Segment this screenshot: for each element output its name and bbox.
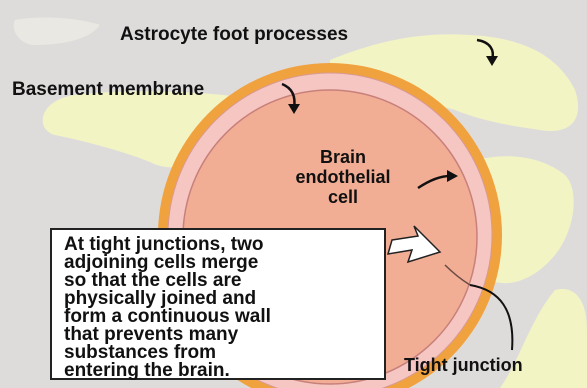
brain-endothelial-cell-label-line3: cell: [289, 188, 397, 208]
astrocyte-foot-top-left: [14, 18, 100, 45]
brain-endothelial-cell-label-line2: endothelial: [289, 168, 397, 188]
tight-junction-callout-box: At tight junctions, two adjoining cells …: [50, 228, 386, 380]
astrocyte-foot-processes-label: Astrocyte foot processes: [120, 25, 348, 46]
brain-endothelial-cell-label-line1: Brain: [289, 148, 397, 168]
callout-line: entering the brain.: [64, 360, 230, 382]
tight-junction-label: Tight junction: [404, 356, 523, 376]
brain-endothelial-cell-label: Brain endothelial cell: [289, 148, 397, 207]
basement-membrane-label: Basement membrane: [12, 80, 204, 101]
